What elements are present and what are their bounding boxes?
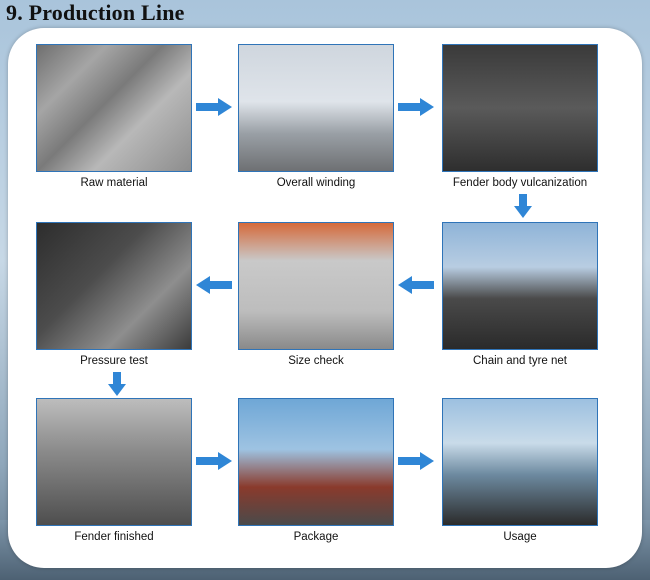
step-caption: Fender body vulcanization [452, 177, 588, 189]
chain-and-tyre-net-photo [442, 222, 598, 350]
step-caption: Size check [288, 355, 344, 367]
pressure-test-photo [36, 222, 192, 350]
step-caption: Fender finished [74, 531, 154, 543]
step-caption: Package [293, 531, 339, 543]
raw-material-photo [36, 44, 192, 172]
step-caption: Chain and tyre net [473, 355, 567, 367]
arrow-right-icon [196, 98, 232, 116]
step-caption: Raw material [80, 177, 148, 189]
size-check-photo [238, 222, 394, 350]
page-title: 9. Production Line [6, 0, 185, 25]
arrow-left-icon [398, 276, 434, 294]
arrow-down-icon [514, 194, 532, 218]
step-caption: Overall winding [276, 177, 356, 189]
usage-photo [442, 398, 598, 526]
arrow-right-icon [196, 452, 232, 470]
arrow-right-icon [398, 98, 434, 116]
package-photo [238, 398, 394, 526]
step-caption: Usage [503, 531, 537, 543]
production-line-panel: Raw material Overall winding Fender body… [8, 28, 642, 568]
arrow-down-icon [108, 372, 126, 396]
fender-finished-photo [36, 398, 192, 526]
step-caption: Pressure test [80, 355, 148, 367]
overall-winding-photo [238, 44, 394, 172]
arrow-left-icon [196, 276, 232, 294]
vulcanization-photo [442, 44, 598, 172]
arrow-right-icon [398, 452, 434, 470]
